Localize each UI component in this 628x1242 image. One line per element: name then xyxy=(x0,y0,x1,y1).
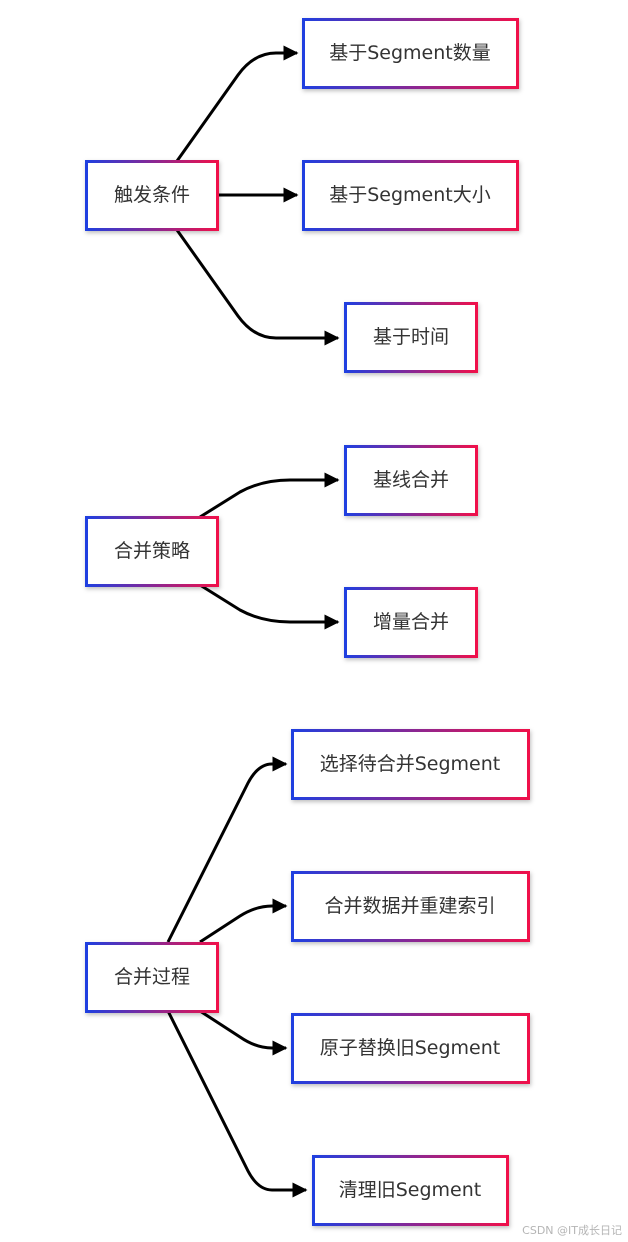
node-baseline-merge: 基线合并 xyxy=(344,445,478,516)
node-merge-and-reindex: 合并数据并重建索引 xyxy=(291,871,530,942)
node-based-on-segment-size: 基于Segment大小 xyxy=(302,160,519,231)
edge-trigger-to-count xyxy=(175,45,299,162)
node-based-on-time: 基于时间 xyxy=(344,302,478,373)
edge-trigger-to-time xyxy=(175,229,340,346)
node-trigger-conditions: 触发条件 xyxy=(85,160,219,231)
node-cleanup-old-segments: 清理旧Segment xyxy=(312,1155,509,1226)
node-label: 基于Segment数量 xyxy=(329,42,491,64)
node-label: 合并数据并重建索引 xyxy=(324,895,495,917)
node-label: 基于时间 xyxy=(373,326,449,348)
edge-process-to-replace xyxy=(199,1009,288,1056)
node-select-segments: 选择待合并Segment xyxy=(291,729,530,800)
edge-process-to-rebuild xyxy=(199,898,288,944)
node-based-on-segment-count: 基于Segment数量 xyxy=(302,18,519,89)
node-label: 选择待合并Segment xyxy=(320,753,501,775)
node-label: 合并策略 xyxy=(114,540,190,562)
node-label: 基线合并 xyxy=(373,469,449,491)
edge-strategy-to-incremental xyxy=(199,583,340,630)
edge-process-to-select xyxy=(166,756,288,943)
node-atomic-replace: 原子替换旧Segment xyxy=(291,1013,530,1084)
node-label: 合并过程 xyxy=(114,966,190,988)
watermark: CSDN @IT成长日记 xyxy=(522,1224,622,1237)
node-merge-process: 合并过程 xyxy=(85,942,219,1013)
node-label: 原子替换旧Segment xyxy=(320,1037,501,1059)
node-label: 清理旧Segment xyxy=(339,1179,482,1201)
node-label: 增量合并 xyxy=(373,611,449,633)
edge-process-to-cleanup xyxy=(166,1010,308,1198)
node-label: 触发条件 xyxy=(114,184,190,206)
node-incremental-merge: 增量合并 xyxy=(344,587,478,658)
edge-strategy-to-baseline xyxy=(199,472,340,519)
node-label: 基于Segment大小 xyxy=(329,184,491,206)
node-merge-strategy: 合并策略 xyxy=(85,516,219,587)
